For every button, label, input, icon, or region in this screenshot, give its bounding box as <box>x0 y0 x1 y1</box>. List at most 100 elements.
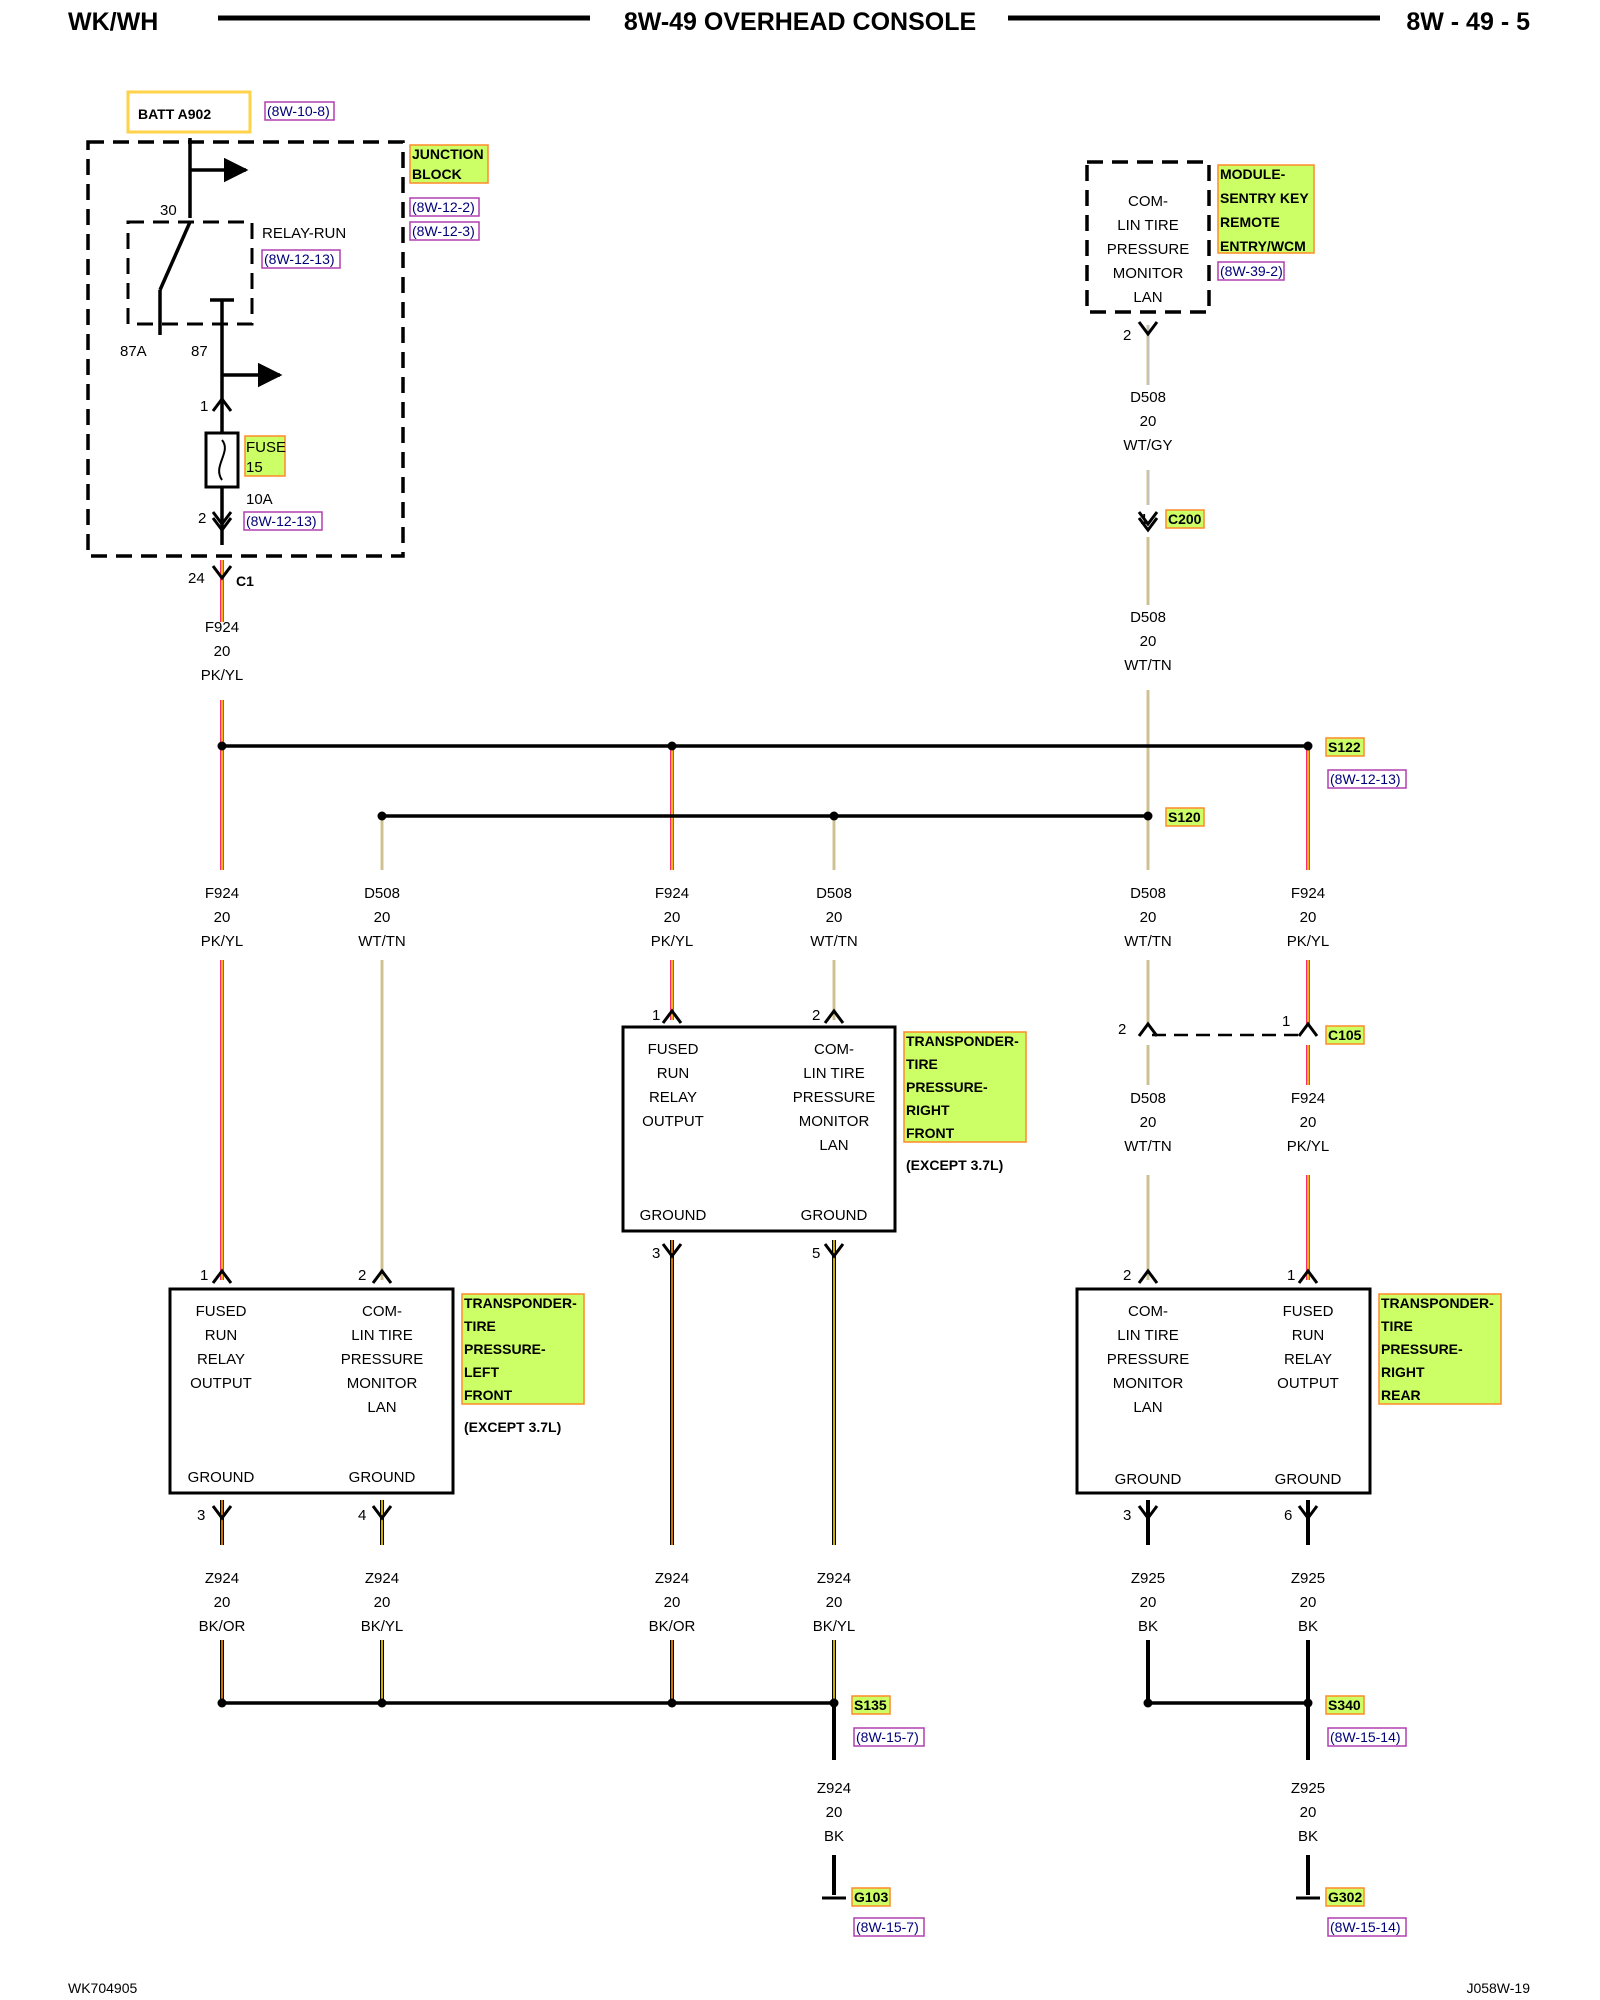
rr-right-line-1: FUSED <box>1283 1303 1334 1320</box>
connector-chevron-18 <box>823 1243 845 1259</box>
batt-label: BATT A902 <box>138 106 211 122</box>
rf-pin-top-left: 1 <box>652 1007 660 1024</box>
batt-xref-box[interactable] <box>264 101 335 121</box>
g103-xref-box[interactable] <box>853 1917 925 1937</box>
s135-xref[interactable]: (8W-15-7) <box>856 1729 919 1745</box>
rr-left-line-1: COM- <box>1128 1303 1168 1320</box>
wire-label-4-line-0: D508 <box>364 885 400 902</box>
wire-label-1-line-0: D508 <box>1130 609 1166 626</box>
junction-block-title-2: BLOCK <box>412 166 462 182</box>
lf-note: (EXCEPT 3.7L) <box>464 1419 561 1435</box>
rf-pin-top-right: 2 <box>812 1007 820 1024</box>
wire-label-2-line-2: PK/YL <box>201 667 244 684</box>
g302-xref[interactable]: (8W-15-14) <box>1330 1919 1401 1935</box>
s122-xref-box[interactable] <box>1327 769 1407 789</box>
header-left: WK/WH <box>68 8 158 36</box>
relay-pin-87: 87 <box>191 343 208 360</box>
sentry-xref[interactable]: (8W-39-2) <box>1220 263 1283 279</box>
connector-chevron-15 <box>211 1505 233 1521</box>
wire-label-10-line-2: PK/YL <box>1287 1138 1330 1155</box>
wire-label-0-line-0: D508 <box>1130 389 1166 406</box>
sentry-title-4: ENTRY/WCM <box>1220 238 1306 254</box>
lf-pin-bot-left: 3 <box>197 1507 205 1524</box>
jb-xref-2[interactable]: (8W-12-3) <box>412 223 475 239</box>
sentry-pin-2: 2 <box>1123 327 1131 344</box>
relay-xref[interactable]: (8W-12-13) <box>264 251 335 267</box>
connector-chevron-0 <box>1137 321 1159 337</box>
g302-xref-box[interactable] <box>1327 1917 1407 1937</box>
connector-chevron-4 <box>211 511 233 527</box>
sensor-right-rear-box <box>1075 1287 1372 1495</box>
relay-xref-box[interactable] <box>261 249 341 269</box>
rr-title-4: RIGHT <box>1381 1364 1425 1380</box>
lf-pin-bot-right: 4 <box>358 1507 366 1524</box>
sensor-left-front-box <box>168 1287 455 1495</box>
lf-left-line-3: RELAY <box>197 1351 245 1368</box>
lf-title-2: TIRE <box>464 1318 496 1334</box>
lf-title-3: PRESSURE- <box>464 1341 546 1357</box>
relay-run-label: RELAY-RUN <box>262 225 346 242</box>
wire-label-0-line-2: WT/GY <box>1123 437 1172 454</box>
sentry-xref-box[interactable] <box>1217 261 1285 281</box>
relay-pin-30: 30 <box>160 202 177 219</box>
c105-label: C105 <box>1328 1027 1362 1043</box>
wire-label-12-line-2: BK/YL <box>361 1618 404 1635</box>
fuse-label-box <box>244 435 286 477</box>
rf-pin-bot-right: 5 <box>812 1245 820 1262</box>
jb-xref-1-box[interactable] <box>409 197 480 217</box>
rr-right-text: FUSED RUN RELAY OUTPUT <box>1277 1303 1339 1392</box>
wire-label-16-line-0: Z925 <box>1291 1570 1325 1587</box>
s120-label: S120 <box>1168 809 1201 825</box>
batt-xref[interactable]: (8W-10-8) <box>267 103 330 119</box>
fuse-xref[interactable]: (8W-12-13) <box>246 513 317 529</box>
lf-pin-top-left: 1 <box>200 1267 208 1284</box>
rr-title-5: REAR <box>1381 1387 1421 1403</box>
lf-right-line-5: LAN <box>367 1399 396 1416</box>
wire-label-11-line-0: Z924 <box>205 1570 239 1587</box>
footer-left: WK704905 <box>68 1980 137 1996</box>
connector-chevron-1 <box>1137 511 1159 527</box>
wire-label-7-line-1: 20 <box>1140 909 1157 926</box>
s120-box <box>1165 807 1205 827</box>
wire-label-6-line-0: D508 <box>816 885 852 902</box>
rf-right-line-5: LAN <box>819 1137 848 1154</box>
connector-chevron-14 <box>1297 1021 1319 1037</box>
s122-xref[interactable]: (8W-12-13) <box>1330 771 1401 787</box>
g103-box <box>851 1887 891 1907</box>
fuse-pin-1: 1 <box>200 398 208 415</box>
sentry-title-1: MODULE- <box>1220 166 1286 182</box>
c105-pin-right: 1 <box>1282 1013 1290 1030</box>
wire-label-2-line-0: F924 <box>205 619 239 636</box>
s122-box <box>1325 737 1365 757</box>
connector-chevron-6 <box>211 565 233 581</box>
connector-chevron-2 <box>1137 517 1159 533</box>
jb-xref-2-box[interactable] <box>409 221 480 241</box>
lf-left-line-2: RUN <box>205 1327 238 1344</box>
page-title: 8W-49 OVERHEAD CONSOLE <box>624 8 976 36</box>
rr-left-line-3: PRESSURE <box>1107 1351 1190 1368</box>
wire-label-4-line-1: 20 <box>374 909 391 926</box>
s135-xref-box[interactable] <box>853 1727 925 1747</box>
g103-xref[interactable]: (8W-15-7) <box>856 1919 919 1935</box>
wire-label-8-line-1: 20 <box>1300 909 1317 926</box>
wire-label-11-line-2: BK/OR <box>199 1618 246 1635</box>
connector-chevron-16 <box>371 1505 393 1521</box>
wire-label-18-line-0: Z925 <box>1291 1780 1325 1797</box>
rf-right-line-3: PRESSURE <box>793 1089 876 1106</box>
rf-right-line-1: COM- <box>814 1041 854 1058</box>
rf-title-box <box>903 1031 1027 1143</box>
lf-right-line-1: COM- <box>362 1303 402 1320</box>
s340-xref-box[interactable] <box>1327 1727 1407 1747</box>
jb-xref-1[interactable]: (8W-12-2) <box>412 199 475 215</box>
rr-pin-bot-right: 6 <box>1284 1507 1292 1524</box>
sentry-text-2: LIN TIRE <box>1117 217 1178 234</box>
rr-pin-top-right: 1 <box>1287 1267 1295 1284</box>
wire-label-17-line-0: Z924 <box>817 1780 851 1797</box>
fuse-label-2: 15 <box>246 459 263 476</box>
lf-left-line-1: FUSED <box>196 1303 247 1320</box>
s340-xref[interactable]: (8W-15-14) <box>1330 1729 1401 1745</box>
fuse-xref-box[interactable] <box>243 511 323 531</box>
rf-title-3: PRESSURE- <box>906 1079 988 1095</box>
wire-label-16-line-2: BK <box>1298 1618 1318 1635</box>
